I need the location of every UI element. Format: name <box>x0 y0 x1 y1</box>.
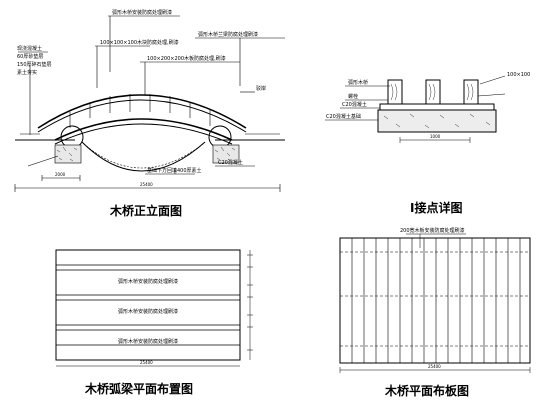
label-deck-top: 弧形木桥安装防腐处理刷漆 <box>112 9 172 16</box>
label-edge: 驳岸 <box>256 85 266 92</box>
beam-plan-label-1: 弧形木桥安装防腐处理刷漆 <box>118 278 178 285</box>
joint-beam <box>379 103 495 111</box>
left-foundation <box>54 144 82 164</box>
top-leaders <box>95 15 285 95</box>
dim-left: 2000 <box>55 172 66 177</box>
left-callouts <box>18 51 48 135</box>
elevation-dimensions <box>14 155 281 192</box>
arch-underside <box>81 141 206 172</box>
label-deck-mid: 弧形木桥兰梁防腐处理刷漆 <box>198 31 258 38</box>
arch-handrail-inner <box>37 99 247 133</box>
beam-plan-label-3: 弧形木桥安装防腐处理刷漆 <box>118 338 178 345</box>
joint-base-slab <box>377 109 497 133</box>
label-c20: C20混凝土 <box>218 159 243 166</box>
arch-underside-dashed <box>83 143 204 169</box>
joint-base-hatch <box>383 113 491 129</box>
beam-plan-dim-ticks <box>56 250 253 367</box>
joint-label-c: 100×100 <box>507 72 530 78</box>
deck-plan-note: 200宽木板安装防腐处理刷漆 <box>400 227 465 234</box>
label-foundation: 基础下方回填400厚素土 <box>147 167 202 174</box>
beam-plan-rows <box>56 264 240 346</box>
arch-deck <box>54 118 233 141</box>
label-beam: 100×200×200木板防腐处理,刷漆 <box>147 55 226 62</box>
right-abutment-circle <box>208 125 232 149</box>
title-deck-plan: 木桥平面布板图 <box>384 383 469 398</box>
arch-handrail-top <box>37 94 247 129</box>
bottom-leaders <box>145 165 255 175</box>
title-joint: I接点详图 <box>410 200 462 215</box>
deck-plan-boards <box>351 238 521 363</box>
bridge-elevation: 弧形木桥安装防腐处理刷漆 100×100×100木块防腐处理,刷漆 弧形木桥兰梁… <box>14 9 285 218</box>
title-beam-plan: 木桥弧梁平面布置图 <box>84 381 193 396</box>
beam-plan-dim: 25400 <box>140 360 153 365</box>
deck-plan-beams <box>340 251 530 347</box>
label-left3: 150厚碎石垫层 <box>17 61 52 68</box>
deck-plan-dims <box>339 233 531 373</box>
deck-plan-outline <box>339 237 531 364</box>
joint-label-e: C20混凝土基础 <box>326 113 361 120</box>
beam-plan: 弧形木桥安装防腐处理刷漆 弧形木桥安装防腐处理刷漆 弧形木桥安装防腐处理刷漆 2… <box>55 249 253 396</box>
beam-plan-outline <box>55 249 241 361</box>
joint-leaders <box>325 75 506 143</box>
title-elevation: 木桥正立面图 <box>109 203 182 218</box>
arch-deck-inner <box>54 123 233 145</box>
deck-plan: 200宽木板安装防腐处理刷漆 25400 木桥平面布板图 <box>339 227 531 398</box>
label-handrail: 100×100×100木块防腐处理,刷漆 <box>100 39 179 46</box>
joint-label-a: 弧形木桥 <box>348 79 368 86</box>
label-left1: 现浇混凝土 <box>17 45 42 52</box>
baluster-group <box>69 94 211 128</box>
right-foundation <box>212 144 240 164</box>
joint-posts <box>387 79 479 107</box>
beam-plan-label-2: 弧形木桥安装防腐处理刷漆 <box>118 308 178 315</box>
dim-total: 25400 <box>140 182 153 187</box>
joint-dim: 1000 <box>430 134 441 139</box>
deck-plan-dim: 25400 <box>428 364 441 369</box>
label-left2: 60厚砂垫层 <box>17 53 43 60</box>
joint-label-d: C20混凝土 <box>342 101 367 108</box>
label-left4: 素土夯实 <box>17 69 37 76</box>
joint-detail: 弧形木桥 螺栓 100×100 C20混凝土 C20混凝土基础 1000 I接点… <box>325 72 530 215</box>
joint-label-b: 螺栓 <box>348 93 358 100</box>
